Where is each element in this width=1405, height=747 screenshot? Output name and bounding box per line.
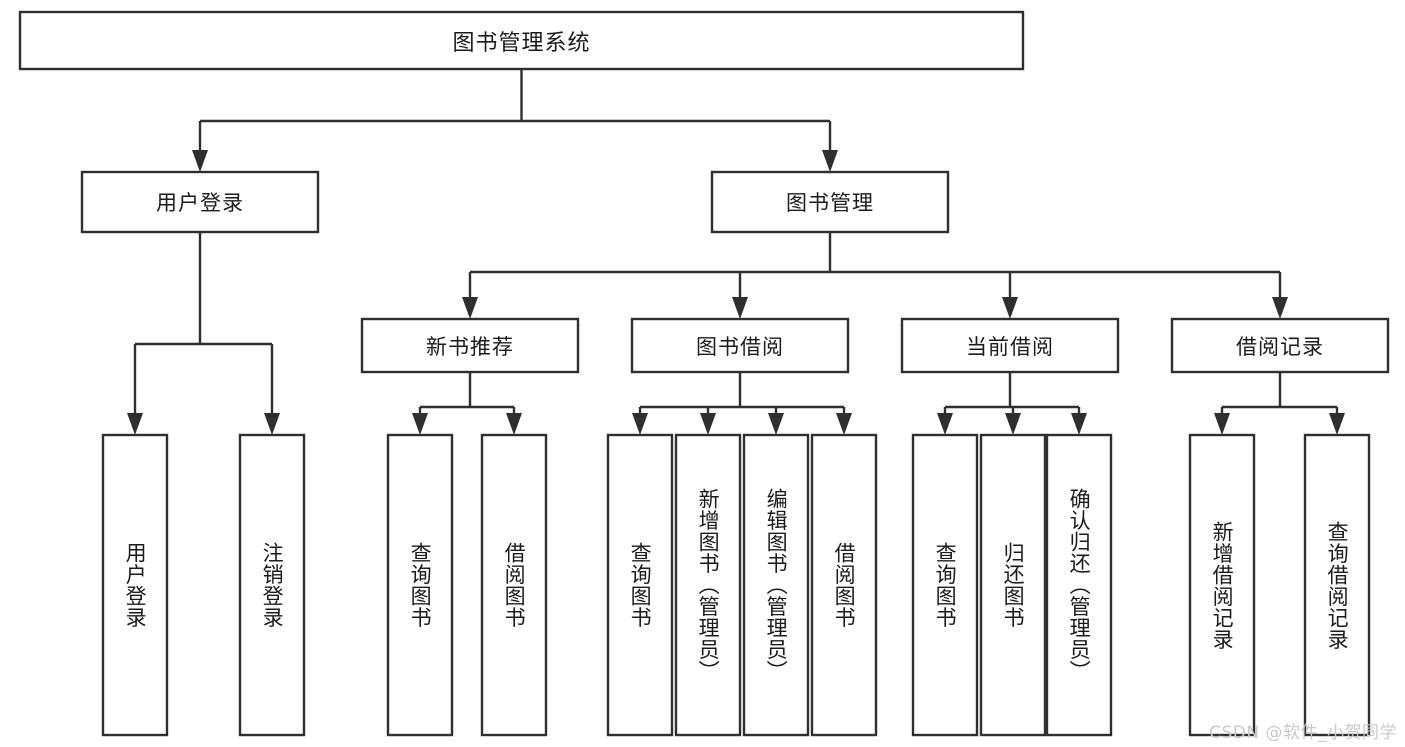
node-box-bb-add-book	[674, 433, 742, 737]
node-box-borrow-record	[1170, 317, 1390, 374]
arrow-head-nb-borrow-book	[506, 413, 522, 435]
arrow-head-user-login-leaf	[127, 413, 143, 435]
arrow-head-new-book-recommend	[462, 297, 478, 319]
node-box-br-query-record	[1303, 433, 1371, 737]
node-box-user-logout-leaf	[238, 433, 306, 737]
arrow-head-bb-add-book	[700, 413, 716, 435]
node-box-root	[18, 10, 1025, 71]
node-box-new-book-recommend	[360, 317, 580, 374]
arrow-head-cb-confirm-return	[1071, 413, 1087, 435]
node-box-user-login-leaf	[101, 433, 169, 737]
arrow-head-br-query-record	[1329, 413, 1345, 435]
arrow-head-nb-query-book	[412, 413, 428, 435]
node-box-bb-borrow-book	[810, 433, 878, 737]
arrow-head-borrow-record	[1272, 297, 1288, 319]
arrow-head-cb-query-book	[937, 413, 953, 435]
arrow-head-bb-edit-book	[768, 413, 784, 435]
node-box-br-add-record	[1188, 433, 1256, 737]
node-box-cb-return-book	[979, 433, 1047, 737]
node-box-user-login	[80, 170, 320, 234]
csdn-watermark: CSDN @软件_小贺同学	[1209, 723, 1397, 743]
arrow-head-bb-query-book	[632, 413, 648, 435]
arrow-head-current-borrow	[1002, 297, 1018, 319]
arrow-head-book-management	[822, 150, 838, 172]
node-box-bb-query-book	[606, 433, 674, 737]
arrow-head-book-borrow	[732, 297, 748, 319]
node-box-current-borrow	[900, 317, 1120, 374]
node-box-book-borrow	[630, 317, 850, 374]
arrow-head-cb-return-book	[1005, 413, 1021, 435]
arrow-head-br-add-record	[1214, 413, 1230, 435]
node-box-nb-query-book	[386, 433, 454, 737]
node-box-book-management	[710, 170, 950, 234]
node-box-cb-confirm-return	[1045, 433, 1113, 737]
node-box-cb-query-book	[911, 433, 979, 737]
node-box-nb-borrow-book	[480, 433, 548, 737]
arrow-head-bb-borrow-book	[836, 413, 852, 435]
arrow-head-user-logout-leaf	[264, 413, 280, 435]
arrow-head-user-login	[192, 150, 208, 172]
node-box-bb-edit-book	[742, 433, 810, 737]
